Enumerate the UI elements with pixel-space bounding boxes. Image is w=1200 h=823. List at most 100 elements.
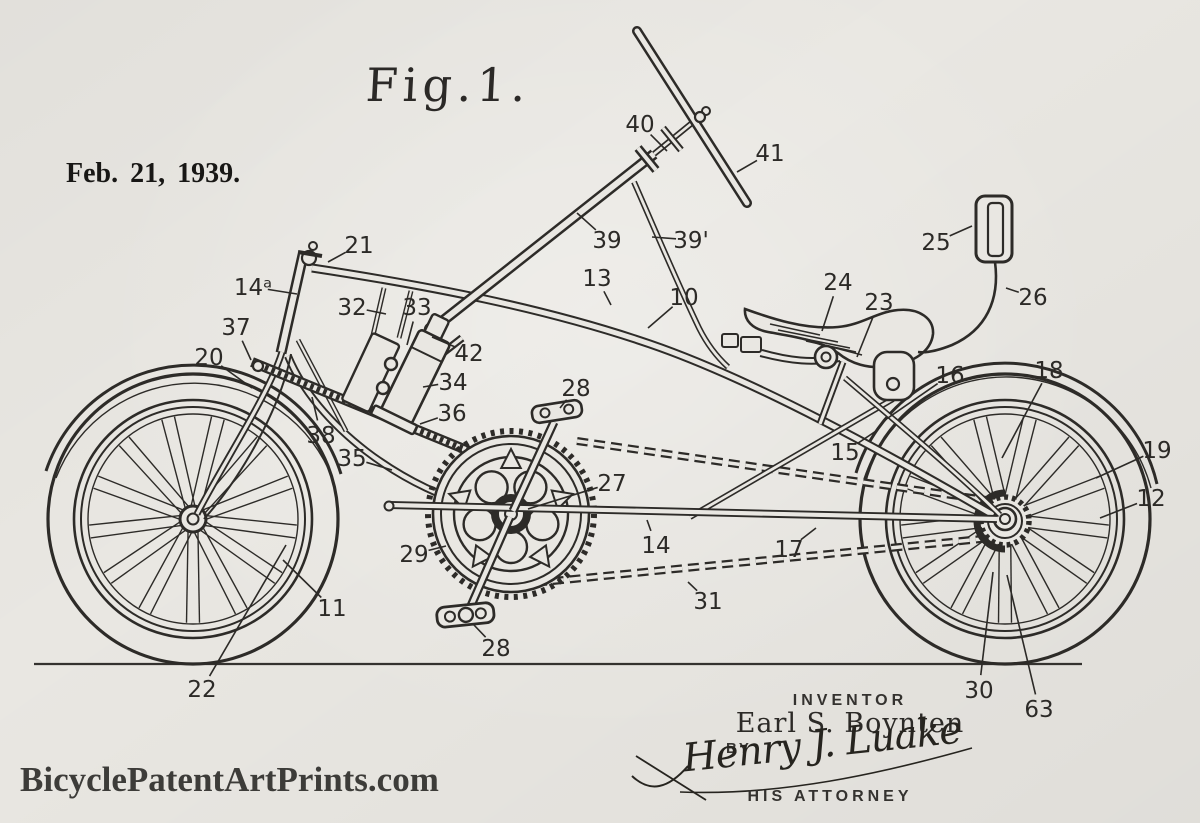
chainring-slot	[499, 446, 523, 470]
inventor-name: Earl S. Boynten	[735, 708, 965, 739]
part-number: 21	[344, 233, 373, 259]
part-number: 36	[437, 401, 466, 427]
pedal-bottom	[435, 601, 496, 629]
part-number: 15	[830, 440, 859, 466]
spoke	[118, 445, 182, 513]
spoke	[1002, 416, 1025, 504]
spoke	[1009, 533, 1013, 623]
chainring-slot	[550, 489, 575, 511]
part-number: 25	[921, 230, 950, 256]
leader-line	[241, 340, 252, 361]
part-number: 27	[597, 471, 626, 497]
front-fender	[44, 363, 343, 475]
spoke	[1020, 514, 1109, 526]
part-number: 10	[669, 285, 698, 311]
watermark: BicyclePatentArtPrints.com	[20, 760, 439, 799]
leader-line	[431, 336, 456, 348]
spoke	[206, 514, 297, 526]
horizontal-frame-tube	[383, 500, 998, 523]
tiller-handlebar	[632, 26, 752, 208]
chainring	[425, 428, 597, 600]
part-number: 38	[306, 423, 335, 449]
spoke	[194, 532, 237, 615]
part-number: 34	[438, 370, 467, 396]
reflector	[917, 194, 1014, 354]
crank-and-pedals	[435, 398, 584, 629]
part-number: 20	[194, 345, 223, 371]
figure-label: Fig.1.	[364, 58, 533, 112]
spoke	[202, 527, 248, 609]
spoke	[1016, 529, 1060, 609]
leader-line	[856, 430, 877, 445]
patent-date: Feb. 21, 1939.	[66, 158, 241, 189]
spoke	[161, 419, 186, 508]
rear-fender-inner	[863, 376, 1152, 489]
leader-line	[220, 365, 253, 389]
chainring-hole	[525, 506, 560, 542]
leader-line	[603, 290, 612, 306]
spoke	[110, 529, 186, 584]
spoke	[103, 521, 180, 574]
spoke	[1019, 525, 1108, 539]
spoke	[190, 416, 213, 506]
spoke	[1006, 534, 1049, 615]
leader-line	[1005, 287, 1020, 294]
part-number: 16	[935, 363, 964, 389]
signature-flourish	[631, 747, 973, 801]
leader-line	[366, 309, 387, 315]
leader-line	[576, 212, 597, 231]
leader-line	[646, 519, 652, 532]
leader-line	[650, 134, 668, 152]
part-number: 23	[864, 290, 893, 316]
leader-line	[311, 396, 319, 421]
leader-line	[559, 399, 568, 409]
leader-line	[267, 288, 298, 295]
spoke	[940, 436, 1000, 505]
part-number: 35	[337, 446, 366, 472]
spoke	[1020, 522, 1095, 574]
spoke	[185, 532, 189, 623]
leader-line	[821, 296, 835, 332]
part-number: 31	[693, 589, 722, 615]
spoke	[173, 416, 196, 506]
front-fender-inner	[55, 382, 334, 481]
spoke	[985, 416, 1008, 504]
part-number: 30	[964, 678, 993, 704]
attorney-label: HIS ATTORNEY	[747, 788, 913, 805]
spoke	[97, 475, 183, 511]
part-number: 24	[823, 270, 852, 296]
leader-line	[406, 321, 414, 346]
part-number: 22	[187, 677, 216, 703]
part-number: 14	[641, 533, 670, 559]
spoke	[1020, 487, 1105, 520]
spoke	[1016, 475, 1101, 510]
spoke	[1013, 419, 1037, 507]
pedal-top	[530, 398, 584, 425]
leader-line	[800, 527, 817, 541]
spoke	[93, 487, 180, 520]
part-number: 29	[399, 542, 428, 568]
leader-line	[419, 417, 439, 425]
drive-chain	[501, 437, 1003, 590]
reflector-wire	[917, 261, 998, 354]
chainring-slot	[471, 543, 494, 569]
spoke	[89, 514, 180, 526]
spoke	[138, 527, 184, 609]
leader-line	[979, 571, 994, 676]
part-number: 39	[592, 228, 621, 254]
part-number: 40	[625, 112, 654, 138]
leader-line	[527, 486, 598, 510]
leader-line	[366, 461, 393, 471]
leader-line	[327, 251, 347, 263]
leader-line	[1006, 574, 1037, 695]
part-number: 41	[755, 141, 784, 167]
spoke	[90, 524, 181, 539]
spoke	[205, 524, 296, 539]
part-number: 19	[1142, 438, 1171, 464]
leader-line	[1001, 382, 1043, 459]
leader-line	[472, 623, 487, 638]
by-label: BY	[726, 740, 751, 757]
